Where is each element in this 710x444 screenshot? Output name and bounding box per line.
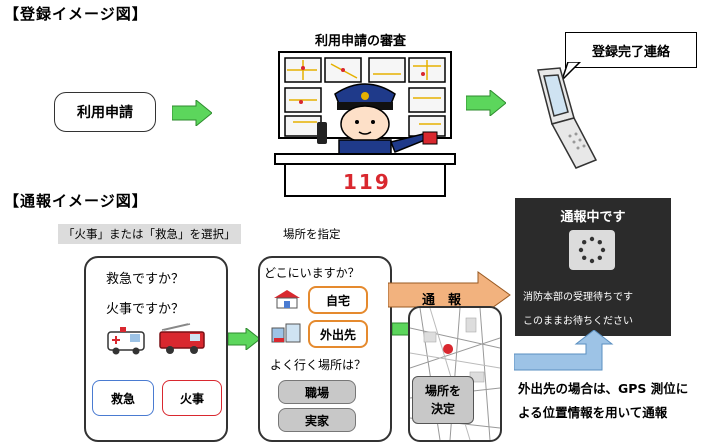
gps-note-line1: 外出先の場合は、GPS 測位に: [518, 381, 689, 396]
question-fire: 火事ですか？: [106, 302, 185, 317]
apply-label: 利用申請: [77, 105, 133, 121]
calling-status: 通報中です: [560, 210, 626, 225]
ambulance-button[interactable]: 救急: [92, 380, 154, 416]
work-button-label: 職場: [304, 385, 329, 400]
fire-button[interactable]: 火事: [162, 380, 222, 416]
ambulance-button-label: 救急: [110, 391, 135, 406]
select-tag: 「火事」または「救急」を選択」: [58, 224, 241, 244]
report-section-title: 【通報イメージ図】: [4, 192, 148, 210]
decide-location-label: 場所を 決定: [424, 384, 461, 416]
arrow-right-icon: [172, 100, 212, 126]
please-wait-message: このままお待ちください: [523, 316, 633, 327]
work-button[interactable]: 職場: [278, 380, 356, 404]
calling-screen: 通報中です 消防本部の受理待ちです このままお待ちください: [515, 198, 671, 336]
desk-number: 119: [343, 170, 391, 194]
parents-home-button[interactable]: 実家: [278, 408, 356, 432]
complete-label: 登録完了連絡: [591, 44, 670, 60]
decide-location-button[interactable]: 場所を 決定: [412, 376, 474, 424]
outside-button-label: 外出先: [319, 327, 356, 342]
outside-place-icon: [271, 323, 301, 343]
home-button[interactable]: 自宅: [308, 286, 368, 314]
report-arrow-label: 通 報: [422, 293, 462, 308]
parents-home-button-label: 実家: [304, 413, 329, 428]
fire-button-label: 火事: [179, 391, 204, 406]
home-button-label: 自宅: [325, 293, 350, 308]
question-ambulance: 救急ですか？: [106, 272, 185, 287]
spinner-icon: [578, 236, 606, 264]
outside-button[interactable]: 外出先: [308, 320, 368, 348]
complete-callout: 登録完了連絡: [565, 32, 697, 68]
arrow-right-icon: [466, 90, 506, 116]
flip-phone-icon: [537, 67, 598, 169]
registration-section-title: 【登録イメージ図】: [4, 5, 148, 23]
review-caption: 利用申請の審査: [315, 34, 407, 49]
ambulance-icon: [107, 327, 145, 355]
fire-truck-icon: [159, 323, 205, 354]
gps-note-line2: よる位置情報を用いて通報: [518, 405, 668, 420]
dispatcher-illustration: [274, 51, 456, 197]
callout-tail: [561, 62, 582, 81]
loading-spinner: [569, 230, 615, 270]
house-icon: [274, 290, 300, 309]
location-tag: 場所を指定: [283, 227, 341, 241]
apply-box: 利用申請: [54, 92, 156, 132]
arrow-right-icon: [228, 328, 260, 350]
frequent-question: よく行く場所は？: [270, 358, 367, 372]
waiting-message: 消防本部の受理待ちです: [523, 292, 633, 303]
up-arrow-icon: [514, 330, 614, 371]
where-question: どこにいますか？: [264, 266, 360, 280]
